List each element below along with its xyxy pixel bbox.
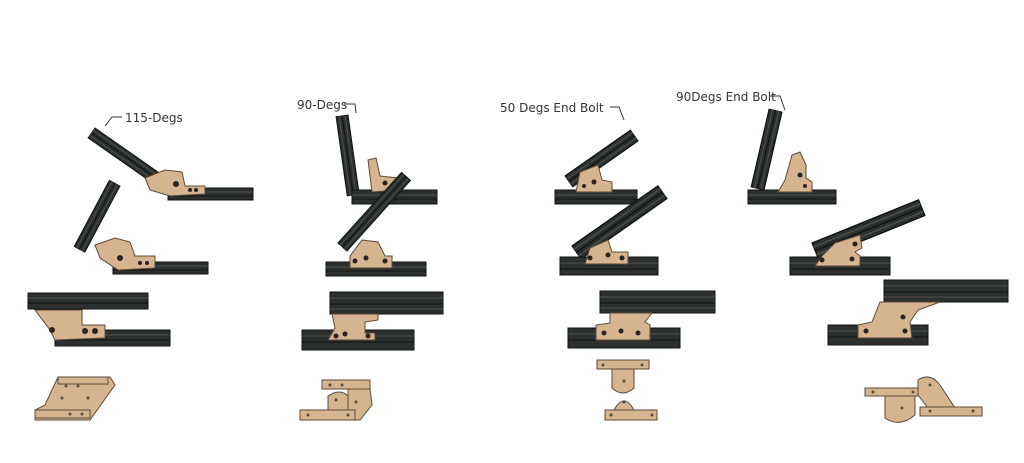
label-50-degs-end-bolt: 50 Degs End Bolt (500, 101, 604, 115)
bracket-115-exploded (34, 376, 116, 421)
assembly-90-mid (325, 171, 427, 277)
assembly-50-mid (559, 185, 668, 276)
assembly-50-closed (567, 290, 716, 349)
assembly-50-open (554, 129, 639, 205)
leader-lines (104, 95, 786, 127)
assembly-115-open (87, 127, 254, 201)
bracket-90-exploded (299, 379, 373, 421)
assembly-115-closed (27, 292, 171, 347)
assembly-90eb-open (747, 108, 837, 205)
assembly-90-closed (301, 291, 444, 351)
label-90-degs: 90-Degs (297, 98, 348, 112)
assembly-115-mid (73, 179, 209, 275)
bracket-50-exploded (596, 359, 658, 421)
assembly-90eb-mid (789, 199, 926, 276)
label-115-degs: 115-Degs (125, 111, 183, 125)
bracket-90eb-exploded (864, 376, 983, 423)
assembly-90eb-closed (827, 279, 1009, 346)
label-90degs-end-bolt: 90Degs End Bolt (676, 90, 776, 104)
